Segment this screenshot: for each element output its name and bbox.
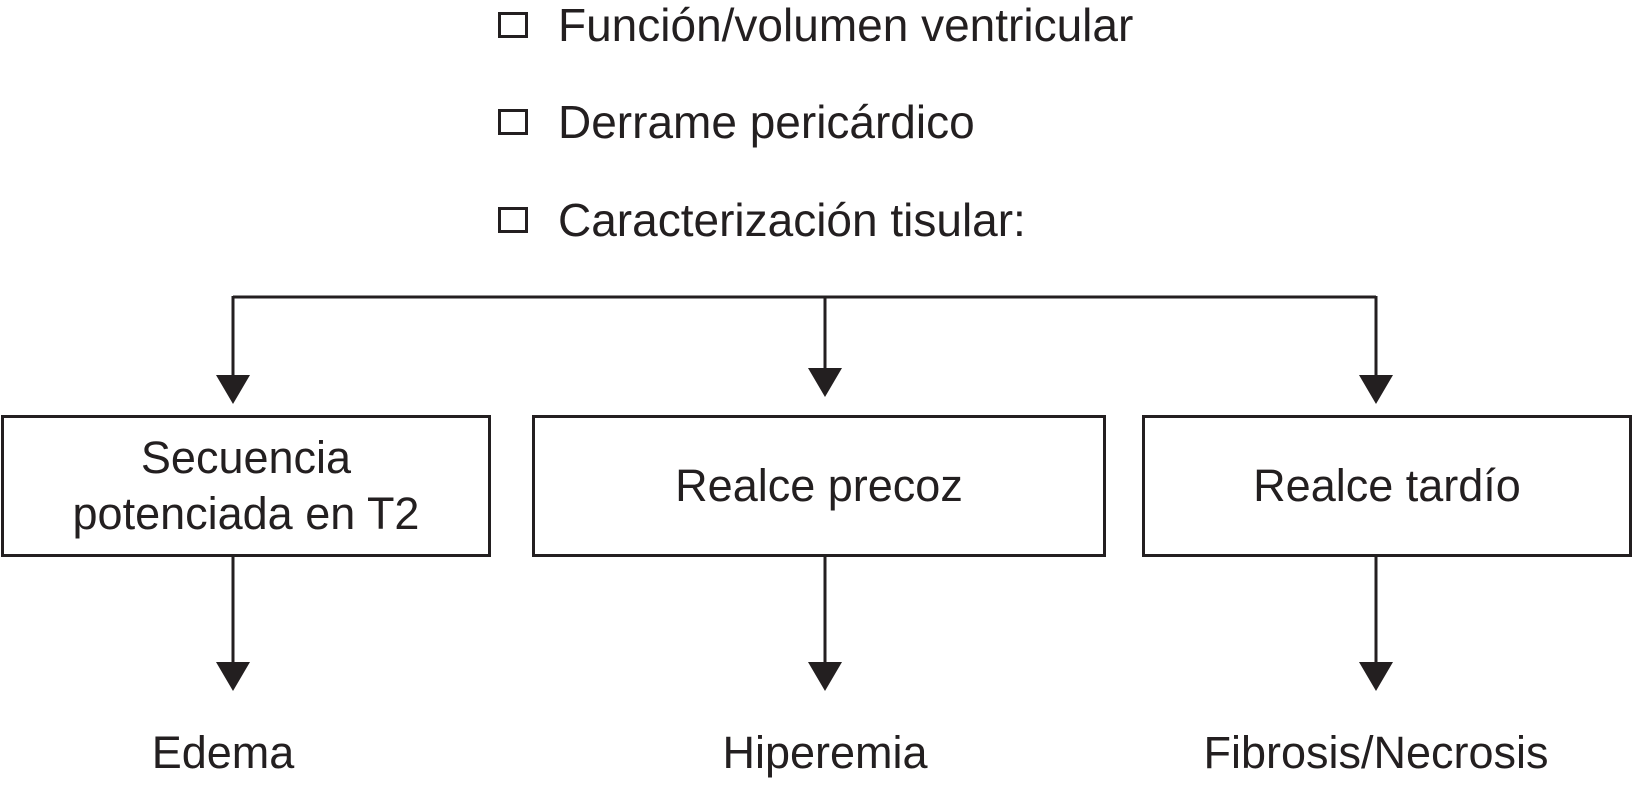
checklist-label: Caracterización tisular:: [558, 194, 1026, 246]
checkbox-icon: [498, 207, 528, 233]
arrowhead-down-icon: [808, 368, 842, 397]
outcome-hyperemia: Hiperemia: [722, 727, 928, 778]
checklist-item-ventricular-function: Función/volumen ventricular: [498, 1, 1133, 49]
arrowhead-down-icon: [1359, 662, 1393, 691]
checkbox-icon: [498, 12, 528, 38]
arrowhead-down-icon: [1359, 375, 1393, 404]
arrowhead-down-icon: [216, 375, 250, 404]
box-late-enhancement: Realce tardío: [1142, 415, 1632, 557]
box-t2-weighted-sequence: Secuencia potenciada en T2: [1, 415, 491, 557]
checklist-item-tissue-characterization: Caracterización tisular:: [498, 196, 1026, 244]
arrowhead-down-icon: [216, 662, 250, 691]
box-early-enhancement: Realce precoz: [532, 415, 1106, 557]
checkbox-icon: [498, 109, 528, 135]
box-label: Secuencia potenciada en T2: [73, 430, 420, 542]
checklist-item-pericardial-effusion: Derrame pericárdico: [498, 98, 975, 146]
checklist-label: Derrame pericárdico: [558, 96, 975, 148]
outcome-edema: Edema: [151, 727, 295, 778]
checklist-label: Función/volumen ventricular: [558, 0, 1134, 51]
box-label: Realce precoz: [675, 460, 963, 511]
arrowhead-down-icon: [808, 662, 842, 691]
box-label-line: Secuencia: [140, 432, 352, 483]
box-label: Realce tardío: [1253, 460, 1521, 511]
box-label-line: potenciada en T2: [72, 488, 420, 539]
outcome-fibrosis-necrosis: Fibrosis/Necrosis: [1203, 727, 1549, 778]
